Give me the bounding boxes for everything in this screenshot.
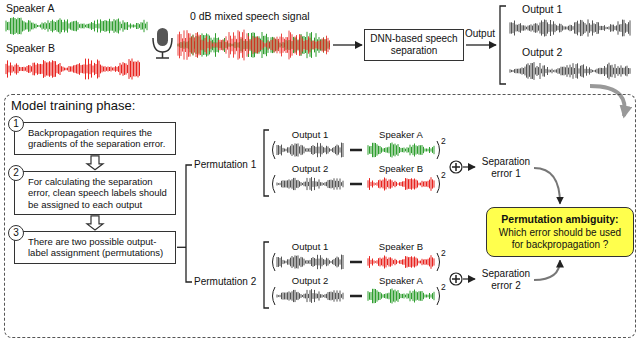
flow-arrow (466, 44, 496, 45)
waveform (368, 177, 434, 191)
exponent: 2 (441, 170, 446, 180)
label-text: 0 dB mixed speech signal (190, 10, 310, 23)
callout-number: 1 (8, 116, 24, 132)
microphone-head (157, 28, 168, 46)
box-text: There are two possible output-label assi… (28, 236, 170, 259)
label-text: Permutation 2 (194, 276, 256, 288)
label-text: Permutation 1 (194, 159, 256, 171)
microphone-stand (156, 52, 169, 58)
waveform (6, 17, 147, 35)
curved-arrow (534, 260, 560, 280)
permutation-terms (273, 141, 476, 305)
label-text: Speaker A (379, 129, 423, 140)
label-text: Speaker A (6, 2, 54, 15)
flow-arrow (463, 278, 475, 279)
flow-arrow (333, 44, 362, 45)
bracket (264, 242, 269, 308)
waveform (6, 59, 140, 80)
label-text: Speaker A (379, 275, 423, 286)
waveform (277, 177, 343, 191)
callout-number: 2 (8, 165, 24, 181)
box-text: Which error should be used for backpropa… (492, 227, 628, 251)
curved-arrow (534, 168, 560, 204)
waveform (178, 30, 330, 61)
region-title: Model training phase: (5, 95, 635, 117)
callout-number: 3 (8, 225, 24, 241)
bracket (186, 165, 192, 282)
label-text: Output 1 (292, 241, 328, 252)
plus-circle (450, 161, 462, 173)
step-box: 1Backpropagation requires the gradients … (14, 122, 176, 155)
label-text: Output 2 (292, 275, 328, 286)
microphone-icon (153, 28, 172, 58)
bracket (500, 6, 506, 84)
exponent: 2 (441, 282, 446, 292)
box-text: DNN-based speech separation (369, 33, 459, 57)
block-arrow (87, 216, 103, 230)
plus-sign (452, 275, 460, 283)
block-arrow (87, 156, 103, 170)
exponent: 2 (441, 248, 446, 258)
waveform (277, 289, 343, 303)
minus-sign (350, 150, 362, 296)
callout-heading: Permutation ambiguity: (492, 213, 628, 226)
waveform (510, 19, 630, 36)
waveform (368, 289, 434, 304)
parenthesis (273, 141, 276, 305)
label-text: Separation error 2 (478, 268, 534, 292)
label-text: Separation error 1 (478, 156, 534, 180)
bracket (264, 130, 269, 196)
curved-arrow (590, 86, 625, 116)
waveform (277, 143, 343, 158)
box-text: Backpropagation requires the gradients o… (28, 127, 170, 150)
waveform (510, 62, 630, 80)
plus-sign (452, 163, 460, 171)
waveform (368, 255, 434, 269)
label-text: Output 2 (522, 46, 562, 59)
label-text: Speaker B (379, 163, 423, 174)
parenthesis (437, 141, 440, 305)
exponent: 2 (441, 136, 446, 146)
waveform (368, 143, 434, 158)
plus-circle (450, 273, 462, 285)
label-text: Speaker B (379, 241, 423, 252)
label-text: Output (465, 28, 495, 40)
step-box: 3There are two possible output-label ass… (14, 231, 176, 264)
bracket (177, 247, 186, 248)
step-box: 2For calculating the separation error, c… (14, 171, 176, 215)
label-text: Output 1 (292, 129, 328, 140)
flow-arrow (463, 166, 475, 167)
label-text: Output 2 (292, 163, 328, 174)
callout-box: Permutation ambiguity:Which error should… (486, 207, 634, 258)
waveform (277, 255, 343, 270)
label-text: Speaker B (6, 42, 55, 55)
box-text: For calculating the separation error, cl… (28, 176, 170, 210)
microphone-holder (153, 38, 172, 52)
label-text: Output 1 (522, 3, 562, 16)
process-box: DNN-based speech separation (364, 29, 464, 61)
